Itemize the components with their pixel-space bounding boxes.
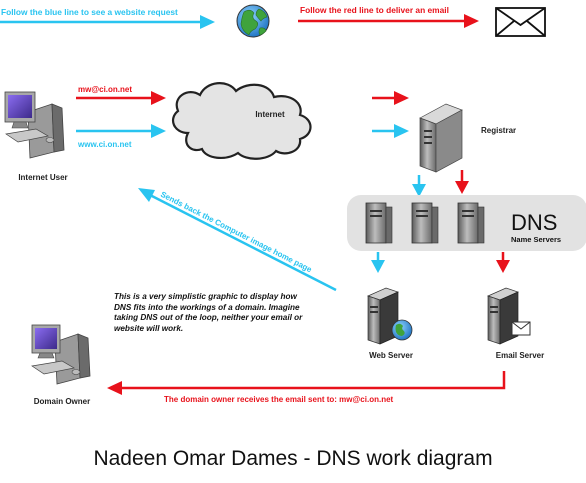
globe-icon: [236, 4, 270, 38]
web-server-icon: [367, 287, 413, 345]
envelope-icon: [495, 7, 546, 37]
explanatory-note: This is a very simplistic graphic to dis…: [114, 292, 303, 333]
cloud-icon: [171, 82, 312, 160]
blue-instruction: Follow the blue line to see a website re…: [1, 7, 178, 17]
website-request-arrow: [76, 124, 166, 138]
dns-name-servers-band: DNS Name Servers: [347, 195, 586, 251]
email-delivery-label: The domain owner receives the email sent…: [164, 395, 394, 404]
red-instruction-arrow: [298, 14, 479, 28]
email-address-label: mw@ci.on.net: [78, 85, 132, 94]
return-homepage-arrow: [138, 188, 337, 292]
registrar-to-dns-web-arrow: [412, 175, 426, 197]
dns-subtitle: Name Servers: [511, 235, 561, 244]
registrar-server-icon: [419, 103, 463, 173]
website-address-label: www.ci.on.net: [77, 140, 132, 149]
registrar-to-dns-email-arrow: [455, 170, 469, 194]
internet-label: Internet: [255, 110, 285, 119]
dns-to-email-server-arrow: [496, 252, 510, 273]
email-delivery-arrow: [107, 371, 506, 395]
red-instruction: Follow the red line to deliver an email: [300, 5, 449, 15]
blue-instruction-arrow: [0, 15, 215, 29]
web-server-label: Web Server: [369, 351, 413, 360]
domain-owner-label: Domain Owner: [34, 397, 90, 406]
server-icon: [457, 202, 485, 244]
registrar-label: Registrar: [481, 126, 516, 135]
domain-owner-computer-icon: [31, 324, 91, 385]
figure-caption: Nadeen Omar Dames - DNS work diagram: [93, 447, 493, 470]
email-server-icon: [487, 287, 531, 345]
server-icon: [365, 202, 393, 244]
email-request-arrow: [76, 91, 166, 105]
cloud-to-registrar-web-arrow: [372, 124, 409, 138]
server-icon: [411, 202, 439, 244]
cloud-to-registrar-email-arrow: [372, 91, 409, 105]
internet-user-computer-icon: [4, 91, 65, 159]
internet-user-label: Internet User: [18, 173, 67, 182]
dns-to-web-server-arrow: [371, 252, 385, 273]
dns-title: DNS: [511, 210, 557, 235]
email-server-label: Email Server: [496, 351, 544, 360]
return-homepage-label: Sends back the Computer image home page: [159, 190, 314, 275]
